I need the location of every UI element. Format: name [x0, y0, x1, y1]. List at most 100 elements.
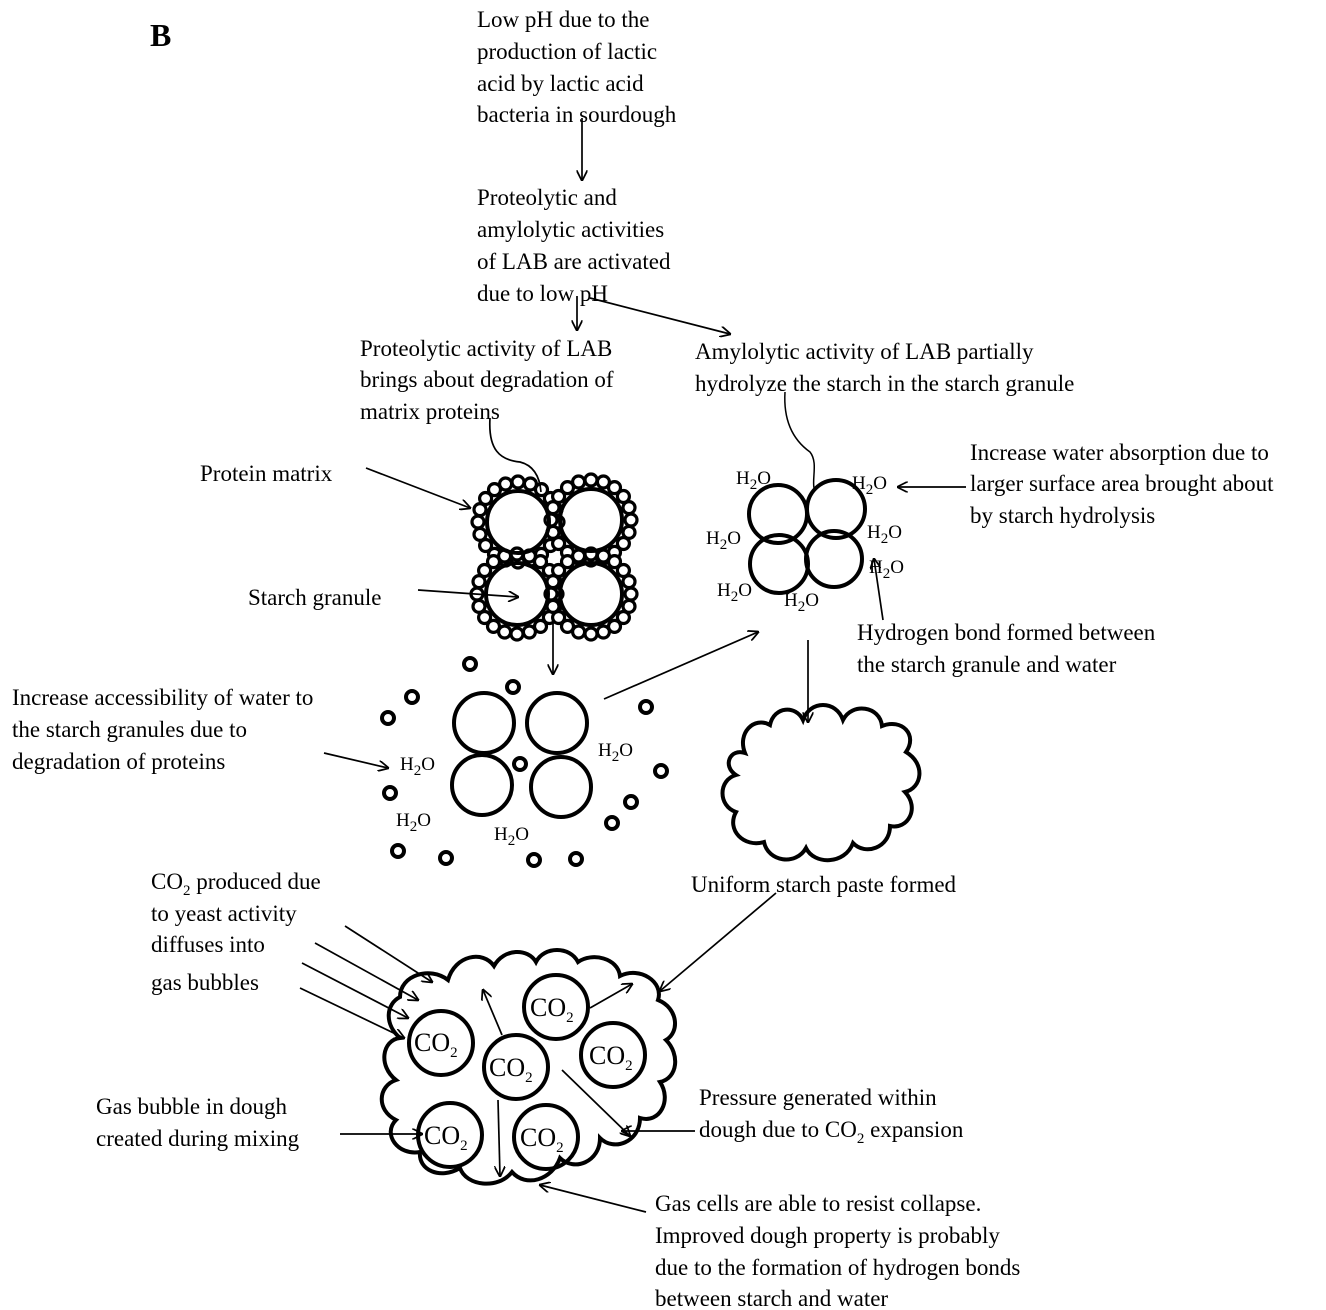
expansion-arrow	[498, 1099, 500, 1176]
water-molecule-label: H2O	[706, 528, 741, 553]
water-molecule-label: H2O	[852, 473, 887, 498]
protein-fragment	[404, 689, 420, 705]
arrow-co2-diffusion	[301, 962, 408, 1018]
degraded-protein-fragments	[380, 656, 669, 868]
flow-arrows	[299, 118, 966, 1213]
uniform-starch-paste-label: Uniform starch paste formed	[691, 872, 957, 897]
protein-fragment	[526, 852, 542, 868]
protein-bead	[583, 472, 599, 488]
starch-granule	[525, 691, 589, 755]
co2-label: CO2	[489, 1053, 533, 1086]
protein-fragment	[380, 710, 396, 726]
co2-bubble	[522, 973, 590, 1041]
arrow-hydrogen-bond	[874, 559, 884, 621]
protein-fragment	[382, 785, 398, 801]
co2-label: CO2	[589, 1041, 633, 1074]
lab-activities-label: Proteolytic and amylolytic activities of…	[477, 185, 676, 306]
protein-bead	[485, 618, 502, 635]
starch-granule	[484, 561, 550, 627]
proteolytic-activity-label: Proteolytic activity of LAB brings about…	[360, 336, 619, 424]
protein-fragment	[390, 843, 406, 859]
protein-bead	[477, 562, 493, 579]
expansion-arrow	[589, 984, 632, 1009]
protein-bead	[570, 474, 587, 490]
protein-fragment	[638, 699, 654, 715]
hydrolyzed-starch-granules	[747, 391, 867, 595]
protein-bead	[521, 624, 538, 640]
starch-granule	[452, 691, 516, 755]
protein-fragment	[623, 794, 639, 810]
water-accessibility-label: Increase accessibility of water to the s…	[12, 685, 319, 774]
starch-granule	[558, 487, 624, 553]
arrow-co2-diffusion	[314, 942, 418, 1000]
arrow-co2-diffusion	[299, 987, 404, 1038]
panel-label: B	[150, 17, 171, 53]
water-molecule-label: H2O	[400, 754, 435, 779]
arrow-degraded-to-hydrated	[603, 632, 758, 700]
arrow-co2-diffusion	[344, 925, 432, 982]
arrow-paste-to-dough	[660, 892, 777, 991]
protein-bead	[532, 553, 549, 570]
protein-bead	[623, 586, 639, 602]
amylolytic-pointer-line	[784, 391, 816, 489]
water-molecule-label: H2O	[494, 824, 529, 849]
co2-label: CO2	[414, 1028, 458, 1061]
gas-bubble-label: Gas bubble in dough created during mixin…	[96, 1094, 300, 1151]
protein-bead	[471, 598, 487, 615]
arrow-resist-collapse	[540, 1185, 647, 1213]
protein-fragment	[512, 756, 528, 772]
protein-bead	[583, 626, 599, 642]
starch-granule	[805, 478, 867, 540]
expansion-arrow	[561, 1069, 630, 1136]
protein-bead	[621, 500, 637, 516]
protein-bead	[472, 526, 488, 543]
dough-gas-cell-cloud	[379, 948, 677, 1186]
water-molecules: H2O H2O H2O H2O H2O H2O H2O H2O H2O H2O …	[396, 468, 904, 849]
arrow-water-accessibility	[323, 752, 388, 768]
co2-label: CO2	[530, 993, 574, 1026]
arrow-to-amylolytic	[589, 297, 730, 334]
resist-collapse-label: Gas cells are able to resist collapse. I…	[655, 1191, 1026, 1310]
starch-granule	[450, 753, 514, 817]
hydrogen-bond-label: Hydrogen bond formed between the starch …	[857, 620, 1161, 677]
pressure-label: Pressure generated within dough due to C…	[699, 1085, 964, 1147]
protein-bead	[606, 553, 623, 570]
protein-matrix-label: Protein matrix	[200, 461, 333, 486]
arrow-starch-granule	[417, 589, 518, 597]
starch-granule	[485, 489, 551, 555]
protein-bead	[470, 514, 486, 530]
protein-fragment	[568, 851, 584, 867]
uniform-starch-paste-cloud	[720, 703, 922, 863]
co2-label: CO2	[520, 1123, 564, 1156]
co2-bubble	[512, 1103, 580, 1171]
protein-bead	[509, 626, 525, 642]
protein-bead	[510, 474, 526, 490]
co2-bubbles: CO2 CO2 CO2 CO2 CO2 CO2	[407, 973, 647, 1171]
protein-fragment	[604, 815, 620, 831]
protein-fragment	[653, 763, 669, 779]
amylolytic-activity-label: Amylolytic activity of LAB partially hyd…	[695, 339, 1074, 396]
protein-matrix-beads	[469, 472, 639, 642]
water-molecule-label: H2O	[717, 580, 752, 605]
water-molecule-label: H2O	[784, 590, 819, 615]
protein-bead	[615, 535, 632, 552]
protein-matrix-starch-cluster	[469, 472, 639, 642]
co2-bubble	[407, 1009, 475, 1077]
protein-bead	[615, 609, 632, 626]
protein-bead	[606, 480, 623, 496]
low-ph-label: Low pH due to the production of lactic a…	[477, 7, 677, 127]
co2-bubble	[579, 1021, 647, 1089]
protein-bead	[498, 476, 514, 492]
starch-granule	[804, 529, 864, 589]
arrow-protein-matrix	[365, 467, 470, 508]
co2-label: CO2	[424, 1121, 468, 1154]
expansion-arrow	[483, 990, 503, 1036]
water-molecule-label: H2O	[598, 740, 633, 765]
protein-fragment	[438, 850, 454, 866]
protein-bead	[621, 573, 637, 590]
degraded-protein-granules	[380, 656, 669, 868]
protein-bead	[623, 512, 639, 528]
water-molecule-label: H2O	[736, 468, 771, 493]
water-molecule-label: H2O	[867, 522, 902, 547]
